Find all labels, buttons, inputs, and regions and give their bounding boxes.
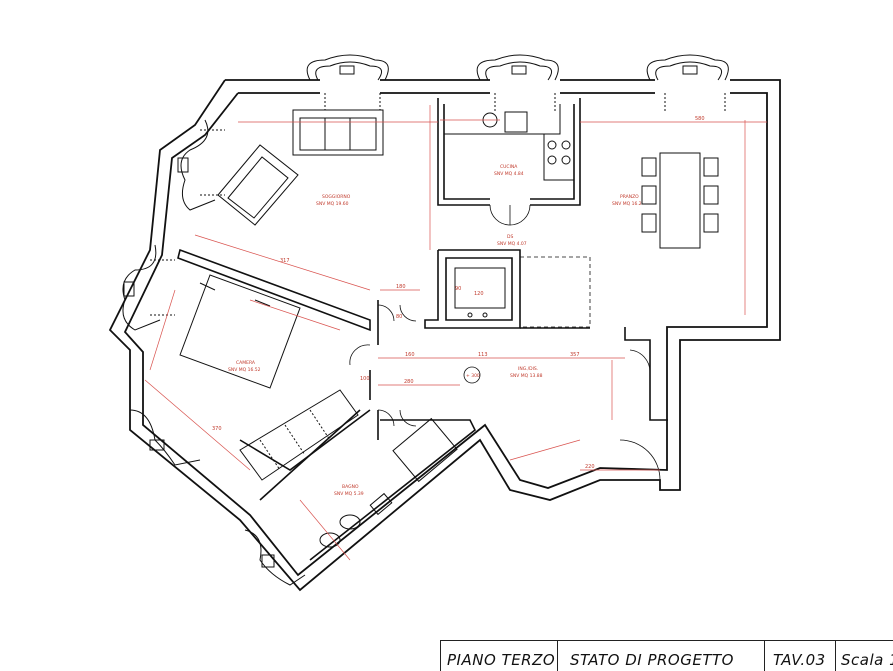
dim-text: 580 (695, 116, 705, 122)
interior-walls (177, 98, 668, 561)
title-sheet: TAV.03 (765, 641, 836, 671)
ds-fixture (454, 267, 506, 318)
title-status: STATO DI PROGETTO (558, 641, 765, 671)
dim-text: 180 (396, 284, 406, 290)
label-cucina-area: SNV MQ 4.84 (494, 171, 524, 177)
dimension-texts: 580 317 180 160 113 357 280 120 220 370 … (212, 116, 705, 470)
dim-text: 90 (455, 286, 461, 292)
room-labels: SOGGIORNO SNV MQ 19.60 CUCINA SNV MQ 4.8… (228, 164, 642, 497)
dining-table (641, 152, 719, 249)
label-ingresso: ING./DIS. (518, 366, 538, 372)
dim-text: 100 (360, 376, 370, 382)
label-soggiorno: SOGGIORNO (322, 194, 351, 200)
window-left-middle (122, 244, 175, 331)
level-marker: + 300 (463, 366, 481, 384)
dim-text: 160 (405, 352, 415, 358)
label-pranzo: PRANZO (620, 194, 639, 200)
exterior-wall (108, 79, 781, 592)
dim-text: 357 (570, 352, 580, 358)
wardrobe (239, 389, 359, 481)
bed (179, 274, 301, 389)
dim-text: 80 (396, 314, 402, 320)
title-block: PIANO TERZO STATO DI PROGETTO TAV.03 Sca… (440, 640, 893, 671)
dim-text: 280 (404, 379, 414, 385)
bathroom-fixtures (319, 417, 458, 548)
label-ds: DS (507, 234, 513, 240)
window-top-left (306, 54, 389, 110)
label-camera-area: SNV MQ 16.52 (228, 367, 261, 373)
label-ingresso-area: SNV MQ 13.88 (510, 373, 543, 379)
label-soggiorno-area: SNV MQ 19.60 (316, 201, 349, 207)
doors (349, 204, 661, 481)
dim-text: 317 (280, 258, 290, 264)
dim-text: 370 (212, 426, 222, 432)
dimension-lines (144, 105, 767, 561)
dim-text: 113 (478, 352, 488, 358)
label-cucina: CUCINA (500, 164, 518, 170)
title-floor: PIANO TERZO (441, 641, 558, 671)
level-label: + 300 (466, 373, 480, 379)
dashed-island (519, 256, 591, 328)
label-ds-area: SNV MQ 4.07 (497, 241, 527, 247)
label-bagno-area: SNV MQ 5.39 (334, 491, 364, 497)
sofa-left (217, 144, 299, 226)
window-top-center (476, 54, 559, 112)
window-top-right (646, 54, 729, 112)
kitchen-counter (444, 104, 574, 181)
label-bagno: BAGNO (342, 484, 359, 490)
window-left-lower (129, 409, 201, 466)
sofa-top (292, 109, 384, 156)
label-camera: CAMERA (236, 360, 256, 366)
dim-text: 120 (474, 291, 484, 297)
title-scale: Scala 1 (841, 651, 893, 669)
label-pranzo-area: SNV MQ 16.2 (612, 201, 642, 207)
window-left-upper (177, 119, 225, 211)
window-bottom-left (244, 529, 306, 586)
dim-text: 220 (585, 464, 595, 470)
